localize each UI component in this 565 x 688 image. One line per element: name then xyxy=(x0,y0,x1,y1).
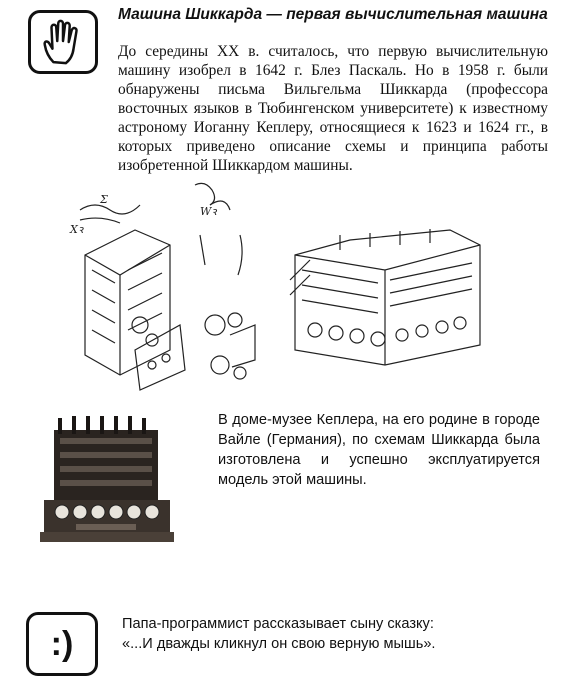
sketch-handwriting: Σ xyxy=(99,193,108,206)
hand-icon-glyph xyxy=(43,19,78,65)
joke-line-1: Папа-программист рассказывает сыну сказк… xyxy=(122,616,434,632)
article-paragraph-text: До середины XX в. считалось, что первую … xyxy=(118,43,548,174)
joke-line-2: «...И дважды кликнул он свою верную мышь… xyxy=(122,636,436,652)
article-heading: Машина Шиккарда — первая вычислительная … xyxy=(118,6,548,23)
joke-text: Папа-программист рассказывает сыну сказк… xyxy=(122,614,542,654)
sketch-handwriting: Wꝛ xyxy=(200,205,217,218)
article-paragraph: До середины XX в. считалось, что первую … xyxy=(118,42,548,175)
schickard-sketch-drawing: Σ Xꝛ Wꝛ xyxy=(69,182,481,391)
smiley-icon: :) xyxy=(26,612,98,676)
machine-model-photo xyxy=(36,400,186,550)
sketch-handwriting: Xꝛ xyxy=(69,223,84,236)
photo-caption: В доме-музее Кеплера, на его родине в го… xyxy=(218,412,540,488)
hand-icon xyxy=(28,10,98,74)
smiley-glyph: :) xyxy=(50,624,74,663)
